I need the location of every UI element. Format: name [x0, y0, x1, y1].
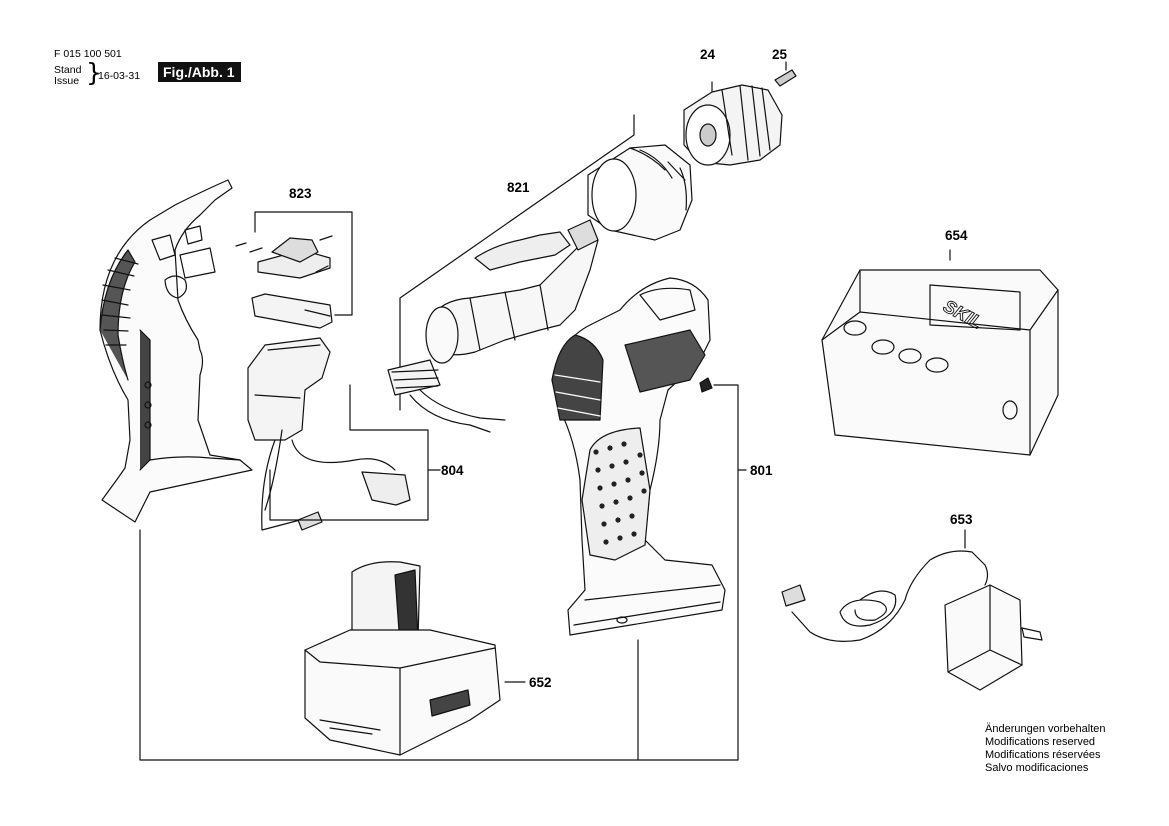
part-number-654: 654 [945, 228, 968, 243]
charger [821, 249, 1059, 456]
note-en: Modifications reserved [985, 736, 1096, 748]
stand-label: Stand [54, 64, 82, 76]
battery-pack [304, 561, 526, 756]
right-housing-half [551, 277, 747, 761]
issue-date: 16-03-31 [98, 70, 141, 82]
adapter [781, 529, 1043, 691]
part-number-25: 25 [772, 47, 788, 62]
note-fr: Modifications réservées [985, 749, 1101, 761]
note-de: Änderungen vorbehalten [985, 723, 1106, 735]
issue-label: Issue [54, 75, 80, 87]
switch-wiring [247, 337, 441, 531]
part-number-804: 804 [441, 463, 464, 478]
part-number-653: 653 [950, 512, 973, 527]
left-housing-half [99, 179, 253, 523]
part-number-801: 801 [750, 463, 773, 478]
switch-holder-parts [235, 211, 353, 329]
part-number-821: 821 [507, 180, 530, 195]
part-number-24: 24 [700, 47, 716, 62]
document-number: F 015 100 501 [54, 48, 122, 60]
modification-notes: Änderungen vorbehalten Modifications res… [985, 723, 1105, 775]
assembly-bracket [139, 529, 739, 761]
gear-motor [387, 114, 635, 433]
figure-label: Fig./Abb. 1 [158, 62, 241, 82]
note-es: Salvo modificaciones [985, 762, 1089, 774]
right-housing-dots [593, 441, 647, 545]
brace-symbol: } [86, 58, 102, 87]
chuck-assembly [587, 61, 797, 241]
part-number-652: 652 [529, 675, 552, 690]
part-number-823: 823 [289, 186, 312, 201]
